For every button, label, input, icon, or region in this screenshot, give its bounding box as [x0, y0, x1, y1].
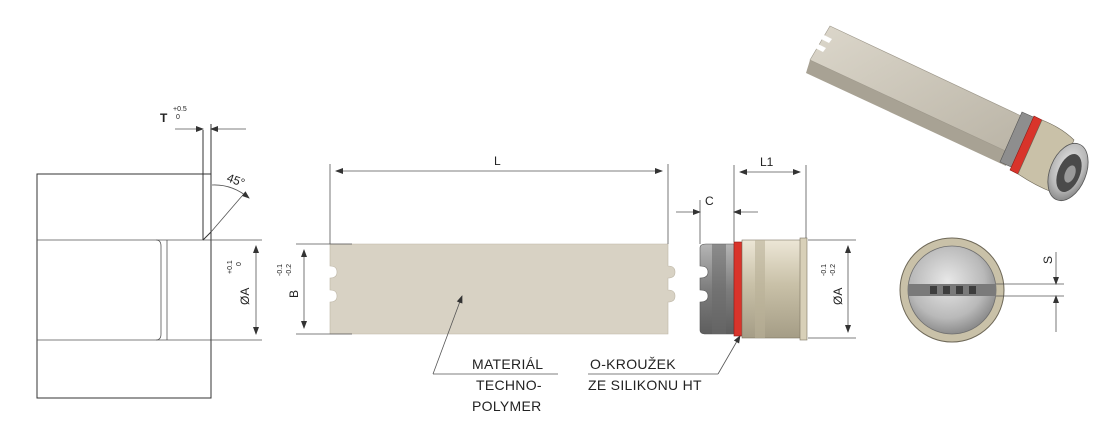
end-slot-mark-1 [930, 286, 937, 294]
side-dia-tol-upper: +0.1 [227, 260, 234, 274]
side-section-view: T +0.5 0 45° ØA +0.1 0 [36, 106, 262, 399]
oring-line-2: ZE SILIKONU HT [588, 377, 702, 393]
side-chamfer-leader [210, 195, 243, 233]
side-chamfer [202, 231, 212, 241]
side-body-outline [36, 173, 212, 399]
t-tol-lower: 0 [176, 114, 180, 121]
angle-label: 45° [225, 171, 247, 190]
end-slot [908, 284, 996, 296]
end-slot-mark-2 [943, 286, 950, 294]
end-view: S [899, 237, 1064, 343]
rod-notches [815, 35, 832, 52]
material-line-2: TECHNO- [476, 377, 542, 393]
isometric-render [806, 25, 1089, 202]
side-groove [155, 239, 162, 341]
end-slot-mark-3 [956, 286, 963, 294]
oring-leader-line [717, 335, 741, 375]
render-face-center [1064, 165, 1076, 183]
gray-connector-rib [712, 244, 726, 334]
main-dia-label: ØA [831, 288, 845, 305]
main-view: L C L1 B -0.1 -0.2 ØA -0.1 -0.2 MATERIÁL… [277, 154, 856, 414]
b-tol-lower: -0.2 [286, 264, 293, 276]
material-leader-line [432, 295, 463, 375]
b-label: B [287, 290, 301, 298]
metal-cylinder [741, 239, 807, 339]
material-line-3: POLYMER [472, 398, 542, 414]
t-tol-upper: +0.5 [173, 106, 187, 113]
b-tol-upper: -0.1 [277, 264, 284, 276]
l-label: L [494, 154, 501, 168]
l1-label: L1 [760, 155, 774, 169]
main-dia-tol-upper: -0.1 [821, 264, 828, 276]
angle-arc [211, 184, 250, 199]
metal-cylinder-lip [799, 237, 808, 341]
oring-line-1: O-KROUŽEK [590, 356, 676, 372]
side-dia-label: ØA [238, 288, 252, 305]
o-ring [733, 241, 743, 337]
material-line-1: MATERIÁL [472, 356, 543, 372]
c-label: C [705, 194, 714, 208]
polymer-bar [329, 243, 676, 335]
t-label: T [160, 111, 168, 125]
rod-side [806, 60, 1010, 166]
end-slot-mark-4 [969, 286, 976, 294]
main-dia-tol-lower: -0.2 [830, 264, 837, 276]
side-dia-tol-lower: 0 [236, 262, 243, 266]
metal-cylinder-ring [755, 240, 765, 338]
s-label: S [1041, 256, 1055, 264]
